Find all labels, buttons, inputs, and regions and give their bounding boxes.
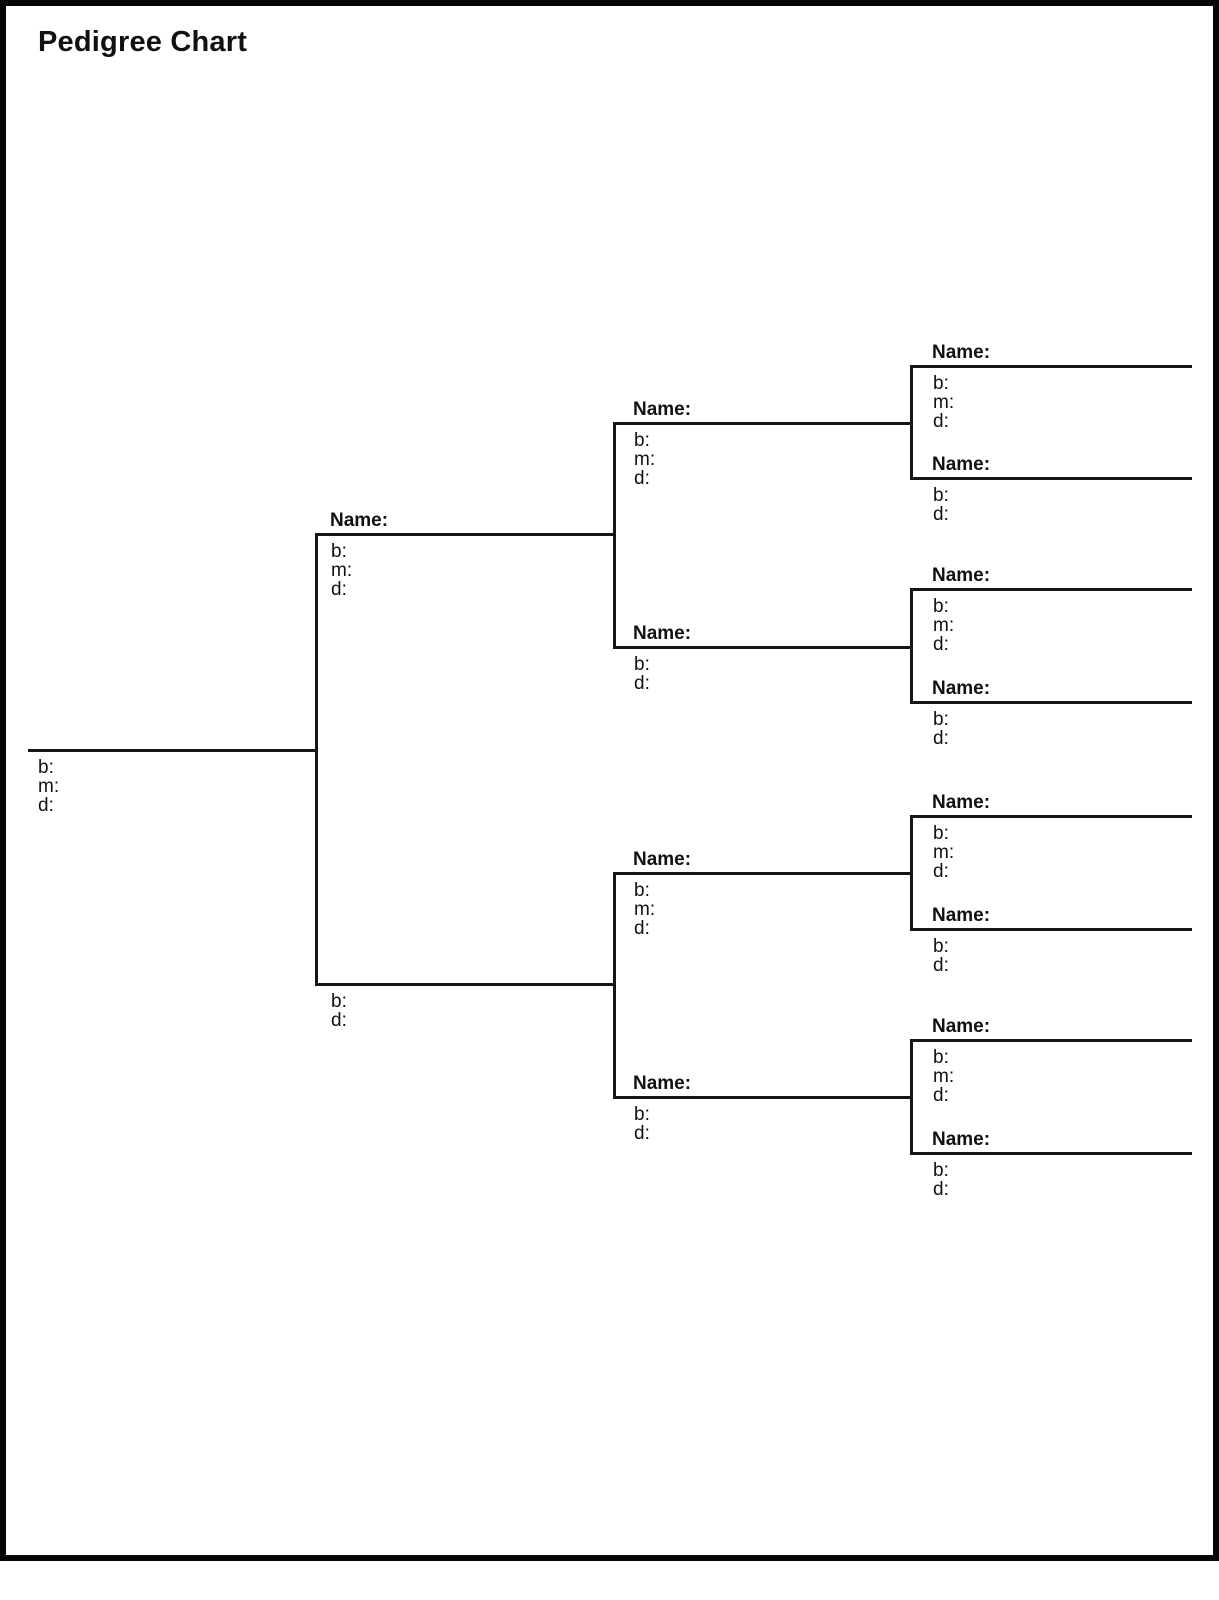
paternal-great-grandfather-2-name-line bbox=[912, 588, 1192, 591]
birth-label: b: bbox=[634, 880, 650, 901]
maternal-grandfather-name-line bbox=[615, 872, 912, 875]
maternal-grandfather-fields: b: m: d: bbox=[634, 881, 655, 938]
connector-paternal-grandmother-parents bbox=[910, 588, 913, 704]
proband-name-line bbox=[28, 749, 317, 752]
birth-label: b: bbox=[933, 485, 949, 506]
marriage-label: m: bbox=[933, 842, 955, 863]
marriage-label: m: bbox=[933, 615, 955, 636]
birth-label: b: bbox=[933, 1047, 949, 1068]
page-title: Pedigree Chart bbox=[38, 26, 248, 58]
maternal-grandfather-name-label: Name: bbox=[633, 849, 692, 870]
death-label: d: bbox=[38, 795, 54, 816]
death-label: d: bbox=[933, 861, 949, 882]
paternal-grandfather-name-label: Name: bbox=[633, 399, 692, 420]
paternal-great-grandmother-2-name-label: Name: bbox=[932, 678, 991, 699]
maternal-grandmother-fields: b: d: bbox=[634, 1105, 650, 1143]
birth-label: b: bbox=[933, 373, 949, 394]
maternal-grandmother-name-label: Name: bbox=[633, 1073, 692, 1094]
maternal-great-grandfather-2-name-label: Name: bbox=[932, 1016, 991, 1037]
maternal-great-grandfather-1-name-line bbox=[912, 815, 1192, 818]
marriage-label: m: bbox=[331, 560, 353, 581]
paternal-great-grandmother-2-name-line bbox=[912, 701, 1192, 704]
maternal-great-grandmother-2-fields: b: d: bbox=[933, 1161, 949, 1199]
connector-proband-parents bbox=[315, 533, 318, 986]
death-label: d: bbox=[634, 1123, 650, 1144]
maternal-great-grandfather-2-name-line bbox=[912, 1039, 1192, 1042]
death-label: d: bbox=[933, 1179, 949, 1200]
marriage-label: m: bbox=[634, 899, 656, 920]
birth-label: b: bbox=[634, 430, 650, 451]
maternal-great-grandmother-1-name-line bbox=[912, 928, 1192, 931]
maternal-great-grandmother-2-name-label: Name: bbox=[932, 1129, 991, 1150]
paternal-great-grandmother-2-fields: b: d: bbox=[933, 710, 949, 748]
paternal-grandfather-name-line bbox=[615, 422, 912, 425]
birth-label: b: bbox=[38, 757, 54, 778]
father-name-label: Name: bbox=[330, 510, 389, 531]
connector-maternal-grandmother-parents bbox=[910, 1039, 913, 1155]
birth-label: b: bbox=[634, 654, 650, 675]
maternal-great-grandmother-1-fields: b: d: bbox=[933, 937, 949, 975]
maternal-great-grandmother-2-name-line bbox=[912, 1152, 1192, 1155]
paternal-great-grandmother-1-fields: b: d: bbox=[933, 486, 949, 524]
paternal-great-grandmother-1-name-line bbox=[912, 477, 1192, 480]
death-label: d: bbox=[634, 468, 650, 489]
marriage-label: m: bbox=[634, 449, 656, 470]
death-label: d: bbox=[933, 728, 949, 749]
father-fields: b: m: d: bbox=[331, 542, 352, 599]
father-name-line bbox=[317, 533, 615, 536]
connector-mother-parents bbox=[613, 872, 616, 1099]
paternal-great-grandmother-1-name-label: Name: bbox=[932, 454, 991, 475]
proband-fields: b: m: d: bbox=[38, 758, 59, 815]
marriage-label: m: bbox=[933, 392, 955, 413]
death-label: d: bbox=[634, 673, 650, 694]
maternal-great-grandfather-1-name-label: Name: bbox=[932, 792, 991, 813]
maternal-great-grandmother-1-name-label: Name: bbox=[932, 905, 991, 926]
paternal-grandmother-name-label: Name: bbox=[633, 623, 692, 644]
paternal-grandfather-fields: b: m: d: bbox=[634, 431, 655, 488]
death-label: d: bbox=[933, 1085, 949, 1106]
death-label: d: bbox=[634, 918, 650, 939]
paternal-great-grandfather-1-fields: b: m: d: bbox=[933, 374, 954, 431]
death-label: d: bbox=[331, 579, 347, 600]
maternal-great-grandfather-2-fields: b: m: d: bbox=[933, 1048, 954, 1105]
death-label: d: bbox=[933, 411, 949, 432]
birth-label: b: bbox=[331, 991, 347, 1012]
mother-name-line bbox=[317, 983, 615, 986]
maternal-grandmother-name-line bbox=[615, 1096, 912, 1099]
paternal-grandmother-fields: b: d: bbox=[634, 655, 650, 693]
birth-label: b: bbox=[933, 1160, 949, 1181]
birth-label: b: bbox=[331, 541, 347, 562]
birth-label: b: bbox=[933, 823, 949, 844]
connector-father-parents bbox=[613, 422, 616, 649]
death-label: d: bbox=[933, 634, 949, 655]
marriage-label: m: bbox=[933, 1066, 955, 1087]
death-label: d: bbox=[933, 504, 949, 525]
connector-paternal-grandfather-parents bbox=[910, 365, 913, 480]
paternal-great-grandfather-1-name-line bbox=[912, 365, 1192, 368]
connector-maternal-grandfather-parents bbox=[910, 815, 913, 931]
birth-label: b: bbox=[933, 709, 949, 730]
maternal-great-grandfather-1-fields: b: m: d: bbox=[933, 824, 954, 881]
birth-label: b: bbox=[933, 936, 949, 957]
paternal-great-grandfather-1-name-label: Name: bbox=[932, 342, 991, 363]
death-label: d: bbox=[331, 1010, 347, 1031]
paternal-great-grandfather-2-name-label: Name: bbox=[932, 565, 991, 586]
birth-label: b: bbox=[933, 596, 949, 617]
page-border bbox=[0, 0, 1219, 1561]
paternal-grandmother-name-line bbox=[615, 646, 912, 649]
mother-fields: b: d: bbox=[331, 992, 347, 1030]
marriage-label: m: bbox=[38, 776, 60, 797]
paternal-great-grandfather-2-fields: b: m: d: bbox=[933, 597, 954, 654]
birth-label: b: bbox=[634, 1104, 650, 1125]
death-label: d: bbox=[933, 955, 949, 976]
